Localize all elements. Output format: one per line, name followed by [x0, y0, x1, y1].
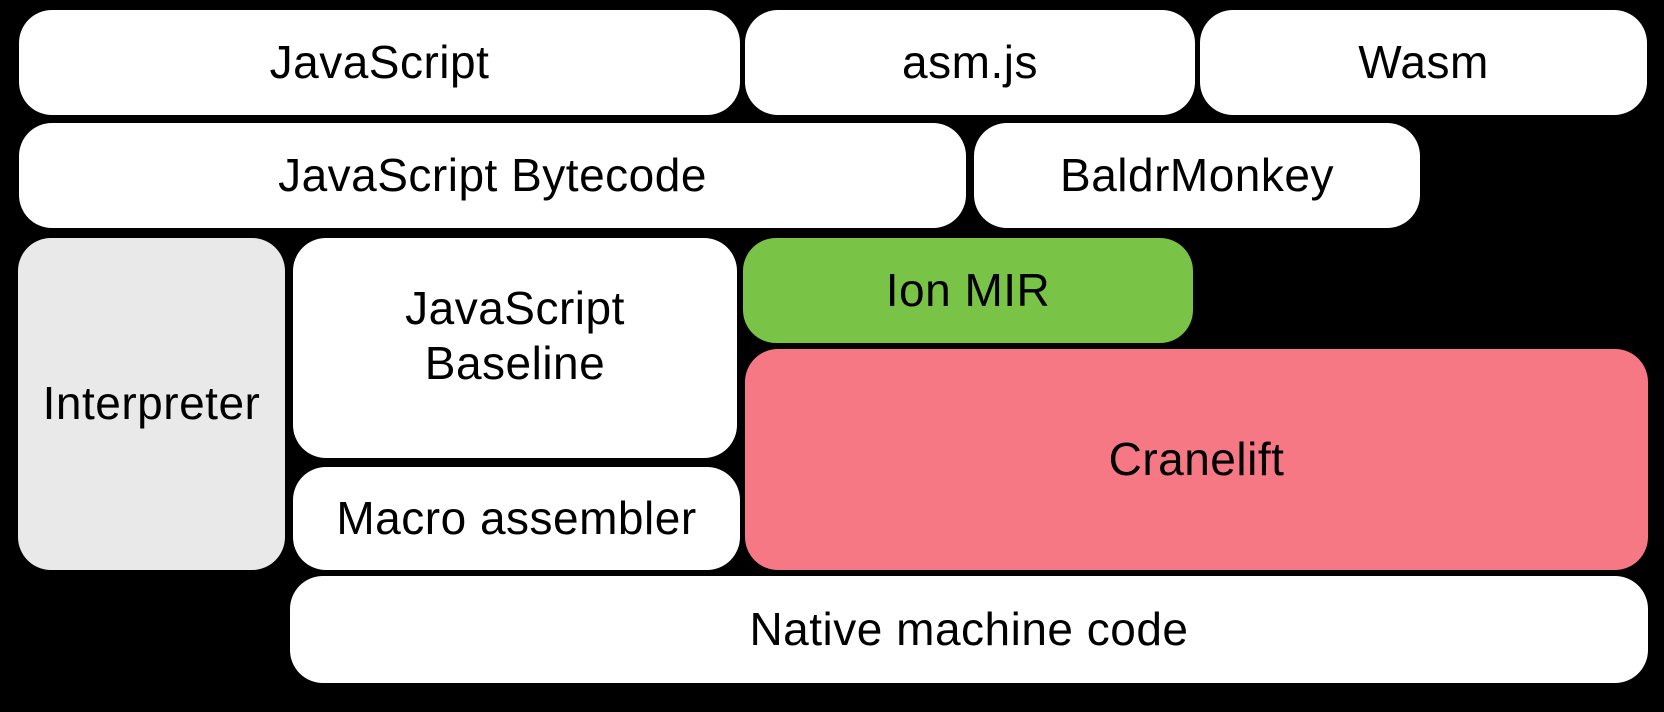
box-asmjs: asm.js: [745, 10, 1195, 115]
box-macro-assembler-label: Macro assembler: [336, 491, 697, 544]
box-macro-assembler: Macro assembler: [293, 467, 740, 570]
box-javascript: JavaScript: [19, 10, 740, 115]
box-javascript-baseline-label: JavaScript Baseline: [405, 281, 625, 389]
box-wasm: Wasm: [1200, 10, 1647, 115]
box-ion-mir: Ion MIR: [743, 238, 1193, 343]
box-cranelift: Cranelift: [745, 349, 1648, 570]
box-baldrmonkey: BaldrMonkey: [974, 123, 1420, 228]
box-baldrmonkey-label: BaldrMonkey: [1060, 148, 1334, 201]
box-javascript-bytecode-label: JavaScript Bytecode: [278, 148, 707, 201]
box-native-machine-code-label: Native machine code: [749, 602, 1189, 655]
box-native-machine-code: Native machine code: [290, 576, 1648, 683]
box-interpreter-label: Interpreter: [42, 377, 261, 430]
box-interpreter: Interpreter: [18, 238, 285, 570]
box-asmjs-label: asm.js: [902, 35, 1038, 88]
box-wasm-label: Wasm: [1358, 35, 1489, 88]
box-javascript-label: JavaScript: [269, 35, 490, 88]
box-javascript-baseline: JavaScript Baseline: [293, 238, 737, 458]
box-javascript-bytecode: JavaScript Bytecode: [19, 123, 966, 228]
box-ion-mir-label: Ion MIR: [885, 263, 1051, 316]
box-cranelift-label: Cranelift: [1108, 432, 1285, 485]
